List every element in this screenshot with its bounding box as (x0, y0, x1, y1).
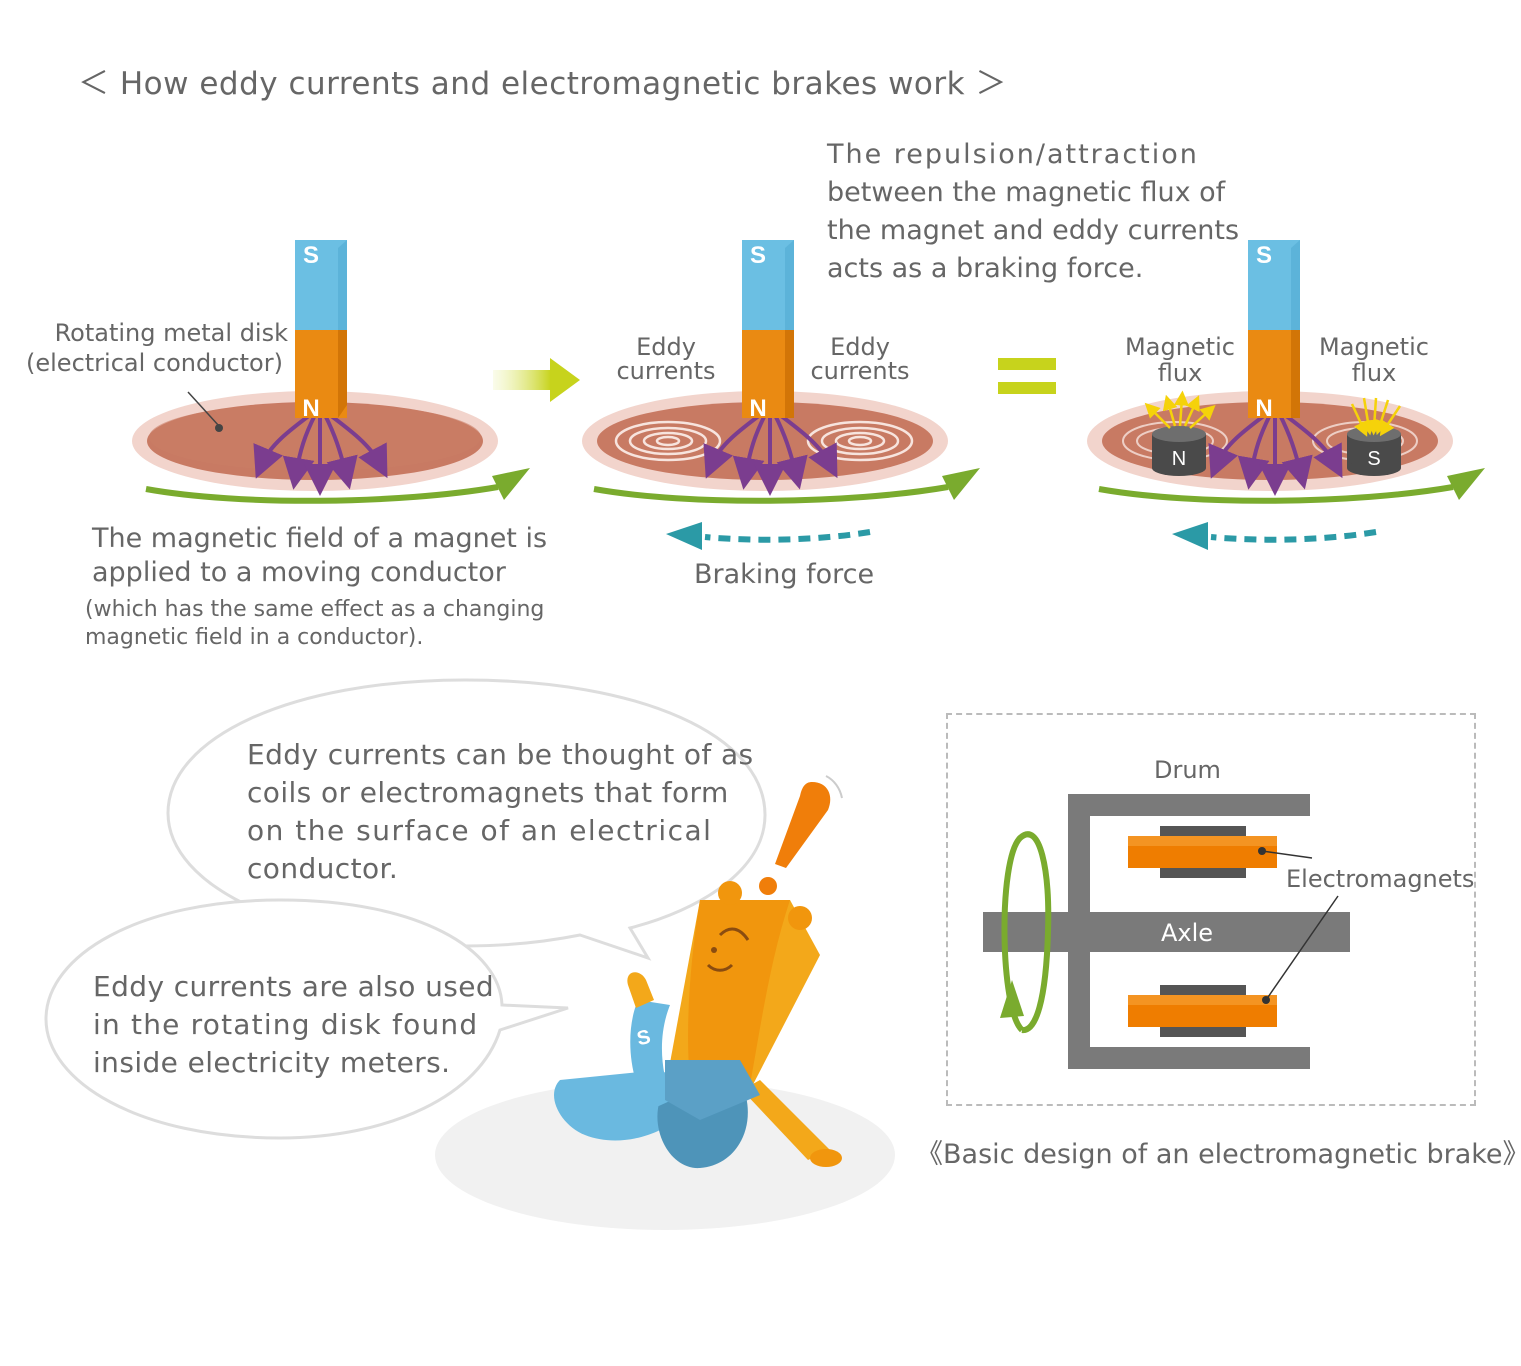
panel3-field-lines (1208, 413, 1343, 496)
panel1-pole-s: S (303, 242, 319, 269)
panel2-eddy-left-line1: Eddy (636, 333, 696, 361)
speech1-line3: on the surface of an electrical (247, 814, 713, 847)
panel3-small-magnet-s (1347, 426, 1401, 476)
panel1-note-line2: magnetic field in a conductor). (85, 625, 424, 650)
equals-sign (998, 358, 1056, 394)
electromagnet-bottom (1128, 985, 1277, 1037)
panel3-small-magnet-n-label: N (1172, 448, 1186, 470)
speech1-line4: conductor. (247, 852, 399, 885)
panel3-flux-right-line2: flux (1351, 359, 1397, 387)
panel2-bar-magnet (742, 240, 794, 418)
electromagnet-top (1128, 826, 1277, 878)
panel3-pole-n: N (1255, 395, 1272, 422)
page-title: ＜ How eddy currents and electromagnetic … (78, 66, 1007, 102)
panel2-eddy-right-line1: Eddy (830, 333, 890, 361)
panel2-eddy-loops-left (614, 420, 722, 462)
character-arm (630, 1000, 672, 1110)
panel1-disk-label-line1: Rotating metal disk (54, 319, 288, 347)
panel1-disk-group (132, 240, 530, 504)
panel3-flux-left-line1: Magnetic (1125, 333, 1235, 361)
panel2-rotation-arrow (593, 484, 949, 504)
speech1-line1: Eddy currents can be thought of as (247, 738, 754, 771)
speech2-line3: inside electricity meters. (93, 1046, 451, 1079)
panel2-eddy-loops-right (806, 420, 914, 462)
panel3-flux-out (1144, 390, 1216, 429)
axle-rotation-icon (1001, 831, 1052, 1033)
panel1-field-lines (253, 413, 388, 496)
drum-label: Drum (1154, 756, 1221, 784)
panel2-field-lines (703, 413, 838, 496)
panel2-pole-s: S (750, 242, 766, 269)
panel3-explain-line1: The repulsion/attraction (827, 139, 1199, 170)
panel3-braking-arrow (1210, 529, 1377, 543)
panel2-eddy-left-line2: currents (616, 357, 716, 385)
electromagnets-label: Electromagnets (1286, 865, 1475, 893)
panel1-caption-line1: The magnetic field of a magnet is (92, 523, 548, 554)
brake-diagram-frame (946, 713, 1476, 1106)
panel3-flux-right-label: Magnetic flux (1314, 332, 1434, 388)
panel2-disk-group (582, 240, 980, 550)
panel1-pole-n: N (302, 395, 319, 422)
panel1-bar-magnet (295, 240, 347, 418)
panel1-note-line1: (which has the same effect as a changing (85, 597, 545, 622)
speech1-line2: coils or electromagnets that form (247, 776, 729, 809)
panel3-flux-right-line1: Magnetic (1319, 333, 1429, 361)
speech2-line1: Eddy currents are also used (93, 970, 495, 1003)
panel2-pole-n: N (749, 395, 766, 422)
speech-bubble-1-text: Eddy currents can be thought of as coils… (247, 736, 754, 888)
panel3-rotation-arrow (1098, 484, 1454, 504)
character-illustration (435, 775, 895, 1230)
panel3-small-magnet-s-label: S (1367, 448, 1380, 470)
panel1-caption-line2: applied to a moving conductor (92, 557, 506, 588)
speech-bubble-1 (166, 678, 767, 961)
transition-arrow (493, 358, 580, 402)
character-chest-letter: S (635, 1026, 653, 1050)
panel3-explain-line4: acts as a braking force. (827, 253, 1144, 284)
speech2-line2: in the rotating disk found (93, 1008, 479, 1041)
panel2-eddy-left-label: Eddy currents (606, 332, 726, 386)
panel3-flux-left-line2: flux (1157, 359, 1203, 387)
braking-force-label: Braking force (694, 559, 875, 590)
axle-label: Axle (1161, 919, 1214, 947)
panel2-braking-arrow (704, 529, 871, 543)
axle-bar (983, 912, 1350, 952)
panel3-pole-s: S (1256, 242, 1272, 269)
brake-diagram-caption: 《Basic design of an electromagnetic brak… (916, 1139, 1521, 1170)
panel3-explain-line2: between the magnetic flux of (827, 177, 1226, 208)
panel1-disk-label-line2: (electrical conductor) (26, 349, 283, 377)
speech-bubble-2 (44, 898, 569, 1140)
panel1-disk-label: Rotating metal disk (38, 318, 288, 348)
panel3-flux-left-label: Magnetic flux (1120, 332, 1240, 388)
panel2-eddy-right-label: Eddy currents (800, 332, 920, 386)
panel3-bar-magnet (1248, 240, 1300, 418)
panel3-disk-group (1087, 240, 1485, 550)
panel2-eddy-right-line2: currents (810, 357, 910, 385)
brake-diagram (983, 794, 1350, 1069)
speech-bubble-2-text: Eddy currents are also used in the rotat… (93, 968, 494, 1082)
exclamation-mark-icon (775, 782, 831, 868)
panel1-rotation-arrow (145, 484, 499, 504)
panel3-flux-in (1350, 397, 1402, 437)
panel3-explain-line3: the magnet and eddy currents (827, 215, 1240, 246)
panel3-small-magnet-n (1152, 426, 1206, 476)
panel1-disk-leader (187, 391, 220, 427)
